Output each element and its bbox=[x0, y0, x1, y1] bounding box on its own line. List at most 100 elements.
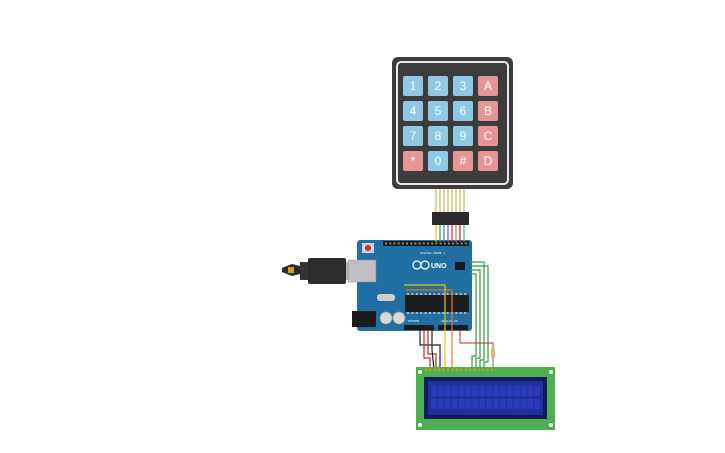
lcd-pin[interactable] bbox=[482, 368, 485, 372]
digital-pin[interactable] bbox=[456, 242, 459, 245]
keypad-key-6[interactable]: 6 bbox=[453, 101, 473, 121]
lcd-char-cell bbox=[520, 386, 527, 396]
lcd-char-cell bbox=[493, 386, 499, 396]
wire-red-3[interactable] bbox=[459, 330, 494, 348]
lcd-pin[interactable] bbox=[477, 368, 480, 372]
lcd-16x2-module[interactable] bbox=[416, 367, 555, 430]
keypad-key-d[interactable]: D bbox=[478, 151, 498, 171]
keypad-key-face bbox=[478, 101, 498, 121]
lcd-pin[interactable] bbox=[473, 368, 476, 372]
digital-pin[interactable] bbox=[448, 242, 450, 245]
wire-black-2[interactable] bbox=[431, 330, 435, 370]
wire-black-1[interactable] bbox=[419, 330, 441, 369]
lcd-pin[interactable] bbox=[433, 368, 436, 372]
keypad-key-face bbox=[403, 126, 423, 146]
digital-pin[interactable] bbox=[431, 242, 434, 245]
digital-pin[interactable] bbox=[397, 242, 400, 245]
keypad-key-9[interactable]: 9 bbox=[453, 126, 473, 146]
keypad-key-label: 4 bbox=[410, 104, 417, 118]
keypad-key-3[interactable]: 3 bbox=[453, 76, 473, 96]
keypad-key-b[interactable]: B bbox=[478, 101, 498, 121]
keypad-key-c[interactable]: C bbox=[478, 126, 498, 146]
wires bbox=[404, 225, 495, 370]
wire-green-3[interactable] bbox=[470, 269, 481, 369]
chip-pin bbox=[437, 312, 440, 314]
wire-orange[interactable] bbox=[406, 289, 453, 369]
keypad-key-5[interactable]: 5 bbox=[428, 101, 448, 121]
keypad-key-star[interactable]: * bbox=[403, 151, 423, 171]
digital-pin[interactable] bbox=[443, 242, 446, 245]
wire-green-4[interactable] bbox=[470, 273, 477, 369]
digital-pin[interactable] bbox=[435, 242, 438, 245]
wire-green-1[interactable] bbox=[470, 261, 485, 369]
keypad-key-label: 9 bbox=[460, 129, 467, 143]
digital-pin[interactable] bbox=[460, 242, 463, 245]
keypad-key-label: 6 bbox=[460, 104, 467, 118]
lcd-pin[interactable] bbox=[490, 368, 494, 372]
lcd-char-cell bbox=[534, 386, 541, 396]
digital-pin[interactable] bbox=[422, 242, 425, 245]
wire-green-2[interactable] bbox=[470, 265, 489, 369]
keypad-key-a[interactable]: A bbox=[478, 76, 498, 96]
keypad-key-2[interactable]: 2 bbox=[428, 76, 448, 96]
lcd-pin[interactable] bbox=[486, 368, 489, 372]
keypad-key-label: 2 bbox=[435, 79, 442, 93]
digital-pin[interactable] bbox=[410, 242, 413, 245]
keypad-key-face bbox=[428, 151, 448, 171]
keypad-ribbon bbox=[432, 189, 469, 225]
keypad-key-hash[interactable]: # bbox=[453, 151, 473, 171]
chip-pin bbox=[420, 312, 423, 314]
keypad-key-face bbox=[478, 76, 498, 96]
digital-pin[interactable] bbox=[389, 242, 392, 245]
keypad-header-connector bbox=[432, 212, 469, 225]
resistor[interactable] bbox=[491, 348, 495, 358]
keypad-key-0[interactable]: 0 bbox=[428, 151, 448, 171]
digital-pin[interactable] bbox=[406, 242, 408, 245]
lcd-pin[interactable] bbox=[442, 368, 445, 372]
keypad-key-7[interactable]: 7 bbox=[403, 126, 423, 146]
lcd-pin[interactable] bbox=[424, 368, 428, 372]
lcd-pin[interactable] bbox=[468, 368, 472, 372]
digital-header-label: DIGITAL (PWM~) bbox=[420, 251, 445, 255]
lcd-pin[interactable] bbox=[429, 368, 432, 372]
keypad-key-label: B bbox=[484, 104, 492, 118]
wire-red-1[interactable] bbox=[423, 330, 431, 369]
digital-pin[interactable] bbox=[414, 242, 417, 245]
keypad-key-face bbox=[453, 151, 473, 171]
digital-pin[interactable] bbox=[385, 242, 387, 245]
chip-pin bbox=[464, 312, 467, 314]
lcd-char-cell bbox=[431, 399, 437, 409]
digital-pin[interactable] bbox=[393, 242, 396, 245]
digital-pin[interactable] bbox=[418, 242, 421, 245]
digital-pin[interactable] bbox=[452, 242, 455, 245]
lcd-pin[interactable] bbox=[446, 368, 450, 372]
keypad-key-label: 0 bbox=[435, 154, 442, 168]
lcd-pin[interactable] bbox=[451, 368, 454, 372]
power-label: POWER bbox=[408, 319, 419, 323]
reset-button[interactable] bbox=[365, 245, 371, 251]
lcd-char-cell bbox=[500, 386, 506, 396]
digital-pin[interactable] bbox=[427, 242, 429, 245]
arduino-uno-board[interactable]: DIGITAL (PWM~) UNO POWER ANALOG IN bbox=[347, 240, 472, 331]
keypad-key-4[interactable]: 4 bbox=[403, 101, 423, 121]
chip-pin bbox=[429, 312, 431, 314]
lcd-char-cell bbox=[506, 386, 513, 396]
digital-pin[interactable] bbox=[401, 242, 404, 245]
chip-pin bbox=[464, 293, 467, 295]
lcd-pin[interactable] bbox=[460, 368, 463, 372]
digital-pin[interactable] bbox=[464, 242, 467, 245]
digital-pin[interactable] bbox=[439, 242, 442, 245]
lcd-pin[interactable] bbox=[455, 368, 458, 372]
lcd-char-cell bbox=[431, 386, 437, 396]
wire-yellow[interactable] bbox=[404, 284, 446, 369]
keypad-key-1[interactable]: 1 bbox=[403, 76, 423, 96]
capacitor-2 bbox=[392, 311, 406, 325]
lcd-pin[interactable] bbox=[438, 368, 441, 372]
keypad-key-face bbox=[478, 126, 498, 146]
lcd-pin[interactable] bbox=[464, 368, 467, 372]
keypad-key-face bbox=[428, 76, 448, 96]
keypad-key-face bbox=[403, 76, 423, 96]
keypad-key-8[interactable]: 8 bbox=[428, 126, 448, 146]
